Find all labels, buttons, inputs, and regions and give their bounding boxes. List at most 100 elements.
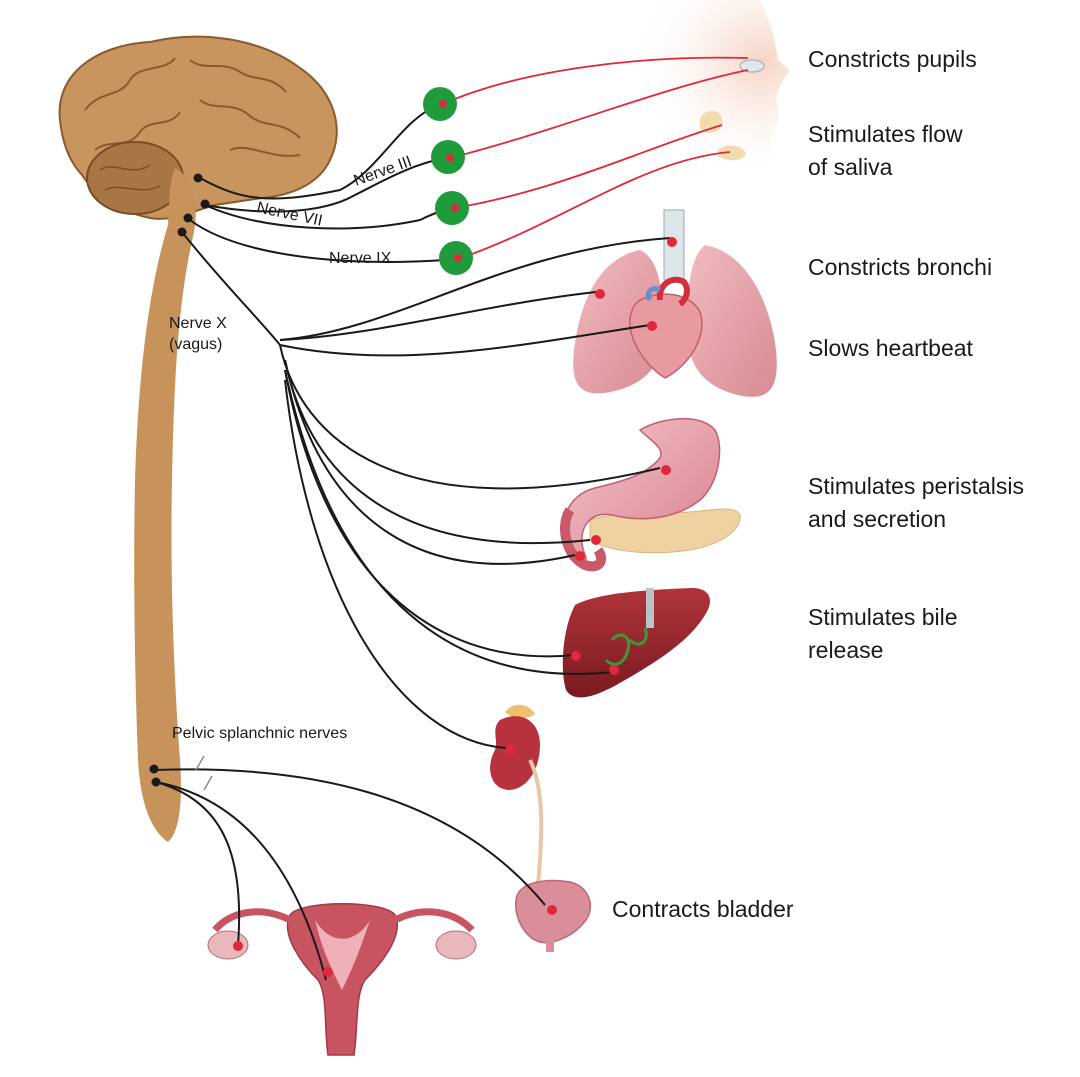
origin-dot: [177, 227, 187, 237]
nerve-x-label: Nerve X (vagus): [169, 313, 227, 355]
left-lung: [573, 250, 663, 394]
effect-contracts-bladder: Contracts bladder: [612, 893, 794, 926]
fiber-liver-b: [284, 369, 613, 675]
effect-line: Stimulates flow: [808, 121, 963, 147]
origin-dot: [193, 173, 203, 183]
fiber-nerve-ix: [189, 219, 446, 263]
origin-dot: [151, 777, 161, 787]
effect-peristalsis: Stimulates peristalsis and secretion: [808, 470, 1024, 536]
synapse-dot: [454, 254, 462, 262]
effect-constricts-bronchi: Constricts bronchi: [808, 251, 992, 284]
synapse-dot: [667, 237, 677, 247]
fiber-lung: [279, 291, 597, 341]
fiber-liver-a: [284, 369, 577, 658]
fiber-ovary: [155, 781, 241, 946]
gallbladder-ducts: [604, 627, 648, 666]
fiber-bladder: [155, 768, 546, 906]
lungs: [573, 209, 777, 397]
effect-line: Constricts bronchi: [808, 254, 993, 280]
kidney: [490, 716, 540, 790]
synapse-dot: [571, 651, 581, 661]
red-fiber-pupil-b: [449, 69, 749, 159]
synapse-dot: [595, 289, 605, 299]
effect-saliva: Stimulates flow of saliva: [808, 118, 963, 184]
spinal-cord: [134, 225, 194, 842]
fiber-bronchi: [279, 237, 671, 341]
synapse-dot: [451, 204, 459, 212]
ureter: [528, 759, 544, 886]
adrenal-gland: [505, 704, 535, 719]
synapse-dot: [505, 745, 515, 755]
effect-line: release: [808, 637, 884, 663]
effect-line: of saliva: [808, 154, 893, 180]
right-lung: [687, 245, 777, 397]
bladder-group: [515, 879, 591, 952]
synapse-dot: [661, 465, 671, 475]
kidney-group: [490, 704, 544, 886]
fallopian-tubes: [212, 908, 475, 933]
origin-dot: [200, 199, 210, 209]
fiber-heart: [279, 324, 651, 357]
liver-group: [562, 587, 710, 698]
fiber-kidney: [284, 379, 507, 749]
pelvic-nerve-break-mark: [195, 755, 213, 791]
red-fiber-saliva-b: [454, 151, 731, 261]
fiber-nerve-iii: [199, 103, 441, 200]
fiber-duodenum: [284, 359, 591, 545]
red-fiber-pupil-a: [442, 56, 749, 105]
nerve-ix-label: Nerve IX: [329, 250, 392, 267]
origin-dot: [149, 764, 159, 774]
effect-line: Stimulates bile: [808, 604, 958, 630]
nerve-x-line-2: (vagus): [169, 336, 223, 353]
synapse-dot: [439, 100, 447, 108]
stomach: [561, 418, 721, 565]
fiber-pancreas: [284, 359, 576, 565]
face-shape: [600, 0, 790, 175]
fiber-nerve-vii-b: [204, 204, 446, 230]
effect-line: Constricts pupils: [808, 46, 977, 72]
ganglia: [423, 87, 473, 275]
synapse-dot: [547, 905, 557, 915]
nerve-iii-label: Nerve III: [352, 153, 415, 190]
brain-gyri: [84, 57, 301, 181]
eye-icon: [739, 59, 765, 73]
origin-dot: [183, 213, 193, 223]
effect-line: Slows heartbeat: [808, 335, 973, 361]
postganglionic-fibers: [442, 56, 749, 261]
synapse-dot: [575, 551, 585, 561]
pelvic-splanchnic-label: Pelvic splanchnic nerves: [172, 725, 348, 742]
face: [600, 0, 790, 175]
effect-line: and secretion: [808, 506, 947, 532]
effect-line: Stimulates peristalsis: [808, 473, 1025, 499]
fiber-uterus: [155, 781, 327, 981]
uterine-cavity: [315, 920, 370, 990]
organ-synapses: [233, 237, 677, 977]
liver-vessel: [646, 588, 654, 628]
red-fiber-saliva-a: [454, 124, 723, 209]
right-ovary: [435, 930, 477, 960]
fiber-vagus-trunk: [181, 231, 281, 346]
effect-constricts-pupils: Constricts pupils: [808, 43, 977, 76]
duodenum: [560, 507, 607, 572]
pulmonary-vessels: [645, 286, 662, 302]
aorta: [656, 276, 690, 307]
fiber-nerve-vii-a: [204, 157, 446, 213]
nerve-origins: [149, 173, 210, 787]
reproductive-organs: [207, 903, 477, 1056]
effect-bile-release: Stimulates bile release: [808, 601, 958, 667]
effect-slows-heartbeat: Slows heartbeat: [808, 332, 973, 365]
synapse-dot: [233, 941, 243, 951]
nerve-x-line-1: Nerve X: [169, 315, 227, 332]
synapse-dot: [647, 321, 657, 331]
fiber-stomach: [279, 344, 661, 490]
cerebellum-folia: [99, 164, 161, 191]
cerebellum: [86, 141, 184, 215]
synapse-dot: [591, 535, 601, 545]
urethra: [546, 940, 554, 952]
synapse-dot: [609, 665, 619, 675]
effect-line: Contracts bladder: [612, 896, 794, 922]
synapse-dot: [323, 967, 333, 977]
preganglionic-fibers: [155, 103, 671, 981]
